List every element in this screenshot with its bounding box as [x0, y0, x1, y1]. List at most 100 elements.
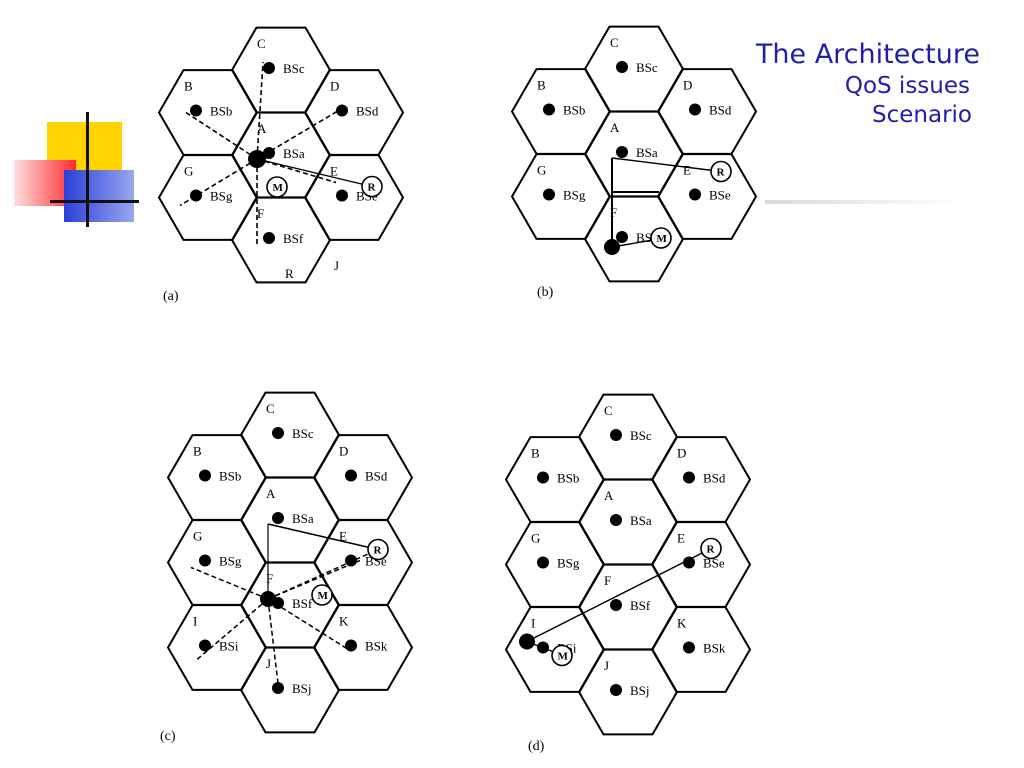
base-station-label-bsd: BSd [356, 104, 379, 119]
cell-letter-g: G [193, 529, 202, 544]
panel-label: (b) [537, 285, 554, 300]
receiver-node [710, 160, 732, 183]
panel-c: CBScBBSbDBSdABSaGBSgEBSeFBSfIBSiKBSkJBSj… [160, 391, 414, 744]
base-station-dot-d [683, 471, 695, 484]
base-station-label-bsb: BSb [210, 104, 232, 119]
base-station-label-bsd: BSd [703, 471, 726, 486]
cell-hexagon-b [510, 68, 612, 155]
horizontal-bar [50, 200, 139, 203]
base-station-dot-c [272, 427, 284, 439]
base-station-dot-a [272, 512, 284, 524]
cell-hexagon-e [656, 153, 758, 240]
title-line-1: The Architecture [755, 39, 980, 70]
cell-hexagon-d [303, 69, 405, 156]
base-station-label-bse: BSe [709, 188, 731, 203]
cell-hexagon-d [312, 434, 414, 521]
base-station-label-bsg: BSg [219, 554, 242, 569]
base-station-label-bsb: BSb [557, 471, 579, 486]
cell-hexagon-g [510, 153, 612, 240]
cell-hexagon-f [577, 563, 679, 651]
base-station-label-bse: BSe [703, 556, 725, 571]
base-station-dot-e [336, 189, 348, 202]
base-station-label-bsi: BSi [219, 639, 239, 654]
solid-link [256, 158, 373, 188]
dashed-link [267, 598, 351, 652]
cell-letter-e: E [330, 164, 338, 179]
base-station-dot-a [616, 146, 628, 158]
vertical-bar [86, 112, 89, 227]
base-station-label-bsd: BSd [709, 103, 732, 118]
receiver-node [367, 538, 389, 561]
base-station-label-bsg: BSg [557, 556, 580, 571]
mobile-node [551, 644, 573, 667]
solid-link [611, 157, 722, 173]
base-station-dot-e [689, 188, 701, 201]
cell-letter-i: I [531, 616, 535, 631]
cell-hexagon-d [650, 436, 752, 523]
receiver-node-text: R [707, 544, 716, 556]
base-station-dot-f [616, 231, 628, 243]
cell-letter-j: J [266, 656, 271, 671]
cell-hexagon-d [656, 68, 758, 155]
base-station-dot-b [537, 471, 549, 484]
base-station-dot-b [543, 103, 555, 116]
base-station-label-bsa: BSa [292, 511, 314, 526]
cell-letter-k: K [677, 616, 687, 631]
cell-hexagon-j [239, 646, 341, 734]
blue-square [64, 170, 134, 222]
slide-title: The Architecture QoS issues Scenario [660, 38, 980, 129]
solid-link [526, 547, 712, 643]
cell-letter-c: C [257, 36, 266, 51]
cell-hexagon-c [577, 393, 679, 481]
panel-d: CBScBBSbDBSdABSaGBSgEBSeFBSfIBSiKBSkJBSj… [504, 393, 752, 754]
cell-letter-a: A [610, 120, 620, 135]
cell-letter-f: F [257, 206, 264, 221]
cell-letter-a: A [604, 488, 614, 503]
cell-hexagon-b [157, 69, 259, 156]
cell-letter-g: G [531, 531, 540, 546]
base-station-dot-k [345, 639, 357, 652]
base-station-label-bsg: BSg [210, 189, 233, 204]
mobile-node-text: M [657, 233, 668, 245]
mobile-node [650, 227, 672, 249]
base-station-label-bsd: BSd [365, 469, 388, 484]
cell-letter-g: G [184, 164, 193, 179]
base-station-label-bsb: BSb [563, 103, 585, 118]
cell-hexagon-c [230, 26, 332, 114]
cell-hexagon-a [577, 478, 679, 566]
dashed-link [256, 107, 343, 160]
cell-hexagon-f [230, 196, 332, 284]
base-station-label-bsa: BSa [630, 513, 652, 528]
receiver-node [700, 537, 722, 560]
cell-letter-e: E [339, 529, 347, 544]
base-station-label-bsc: BSc [283, 61, 305, 76]
mobile-node-text: M [558, 651, 569, 663]
base-station-dot-g [537, 556, 549, 569]
base-station-label-bsc: BSc [292, 426, 314, 441]
cell-letter-k: K [339, 614, 349, 629]
cell-letter-f: F [610, 205, 617, 220]
cell-letter-d: D [683, 78, 692, 93]
base-station-label-bsf: BSf [292, 596, 313, 611]
base-station-dot-f [263, 232, 275, 244]
panel-label: (d) [528, 739, 545, 754]
cell-letter-c: C [266, 401, 275, 416]
cell-hexagon-j [577, 648, 679, 736]
base-station-dot-c [263, 62, 275, 74]
base-station-label-bsk: BSk [365, 639, 388, 654]
cell-letter-d: D [330, 79, 339, 94]
base-station-dot-e [683, 556, 695, 569]
mobile-node-text: M [273, 182, 284, 194]
cell-letter-f: F [266, 571, 273, 586]
base-station-label-bsa: BSa [636, 145, 658, 160]
cell-letter-c: C [604, 403, 613, 418]
cell-letter-c: C [610, 35, 619, 50]
base-station-dot-g [199, 554, 211, 567]
cell-hexagon-c [239, 391, 341, 479]
panel-label: (a) [163, 289, 179, 304]
base-station-dot-f [610, 599, 622, 611]
base-station-dot-g [543, 188, 555, 201]
